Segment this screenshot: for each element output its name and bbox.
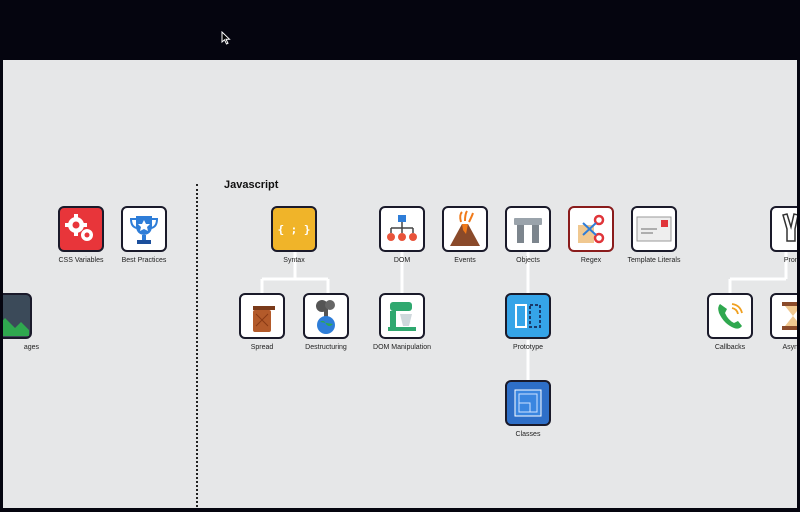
node-promises[interactable]: Promi [761, 206, 797, 265]
trophy-icon [121, 206, 167, 252]
node-dom-manipulation[interactable]: DOM Manipulation [370, 293, 434, 352]
node-label: CSS Variables [49, 256, 113, 265]
code-braces-icon: { ; } [271, 206, 317, 252]
node-label: Events [433, 256, 497, 265]
stonehenge-icon [505, 206, 551, 252]
node-best-practices[interactable]: Best Practices [112, 206, 176, 265]
node-label: DOM Manipulation [370, 343, 434, 352]
node-label: Spread [230, 343, 294, 352]
volcano-icon [442, 206, 488, 252]
node-callbacks[interactable]: Callbacks [698, 293, 762, 352]
mixer-icon [379, 293, 425, 339]
butter-knife-icon [239, 293, 285, 339]
prototype-icon [505, 293, 551, 339]
node-label: Classes [496, 430, 560, 439]
node-label: Template Literals [622, 256, 686, 265]
node-events[interactable]: Events [433, 206, 497, 265]
blueprint-icon [505, 380, 551, 426]
node-label: Async/ [761, 343, 797, 352]
node-template-literals[interactable]: Template Literals [622, 206, 686, 265]
node-label: Destructuring [294, 343, 358, 352]
node-classes[interactable]: Classes [496, 380, 560, 439]
mouse-cursor-icon [221, 31, 231, 45]
phone-icon [707, 293, 753, 339]
node-dom[interactable]: DOM [370, 206, 434, 265]
hourglass-icon [770, 293, 797, 339]
node-images[interactable]: ages [3, 293, 41, 352]
node-label: Promi [761, 256, 797, 265]
node-prototype[interactable]: Prototype [496, 293, 560, 352]
node-destructuring[interactable]: Destructuring [294, 293, 358, 352]
scissors-icon [568, 206, 614, 252]
node-regex[interactable]: Regex [559, 206, 623, 265]
envelope-icon [631, 206, 677, 252]
connector-lines [3, 60, 797, 508]
node-label: Syntax [262, 256, 326, 265]
bottom-bar [0, 508, 800, 512]
node-objects[interactable]: Objects [496, 206, 560, 265]
node-spread[interactable]: Spread [230, 293, 294, 352]
earth-explosion-icon [303, 293, 349, 339]
image-icon [3, 293, 32, 339]
node-label: Prototype [496, 343, 560, 352]
node-label: Best Practices [112, 256, 176, 265]
section-title: Javascript [224, 179, 278, 191]
gears-icon [58, 206, 104, 252]
node-label: Objects [496, 256, 560, 265]
node-css-variables[interactable]: CSS Variables [49, 206, 113, 265]
node-label: Regex [559, 256, 623, 265]
top-bar [0, 0, 800, 60]
node-label: Callbacks [698, 343, 762, 352]
node-async[interactable]: Async/ [761, 293, 797, 352]
node-syntax[interactable]: { ; } Syntax [262, 206, 326, 265]
node-label: ages [3, 343, 41, 352]
roadmap-canvas[interactable]: Javascript CSS Variables Best Practices [3, 60, 797, 508]
peace-hand-icon [770, 206, 797, 252]
hierarchy-icon [379, 206, 425, 252]
section-divider [196, 184, 198, 508]
node-label: DOM [370, 256, 434, 265]
